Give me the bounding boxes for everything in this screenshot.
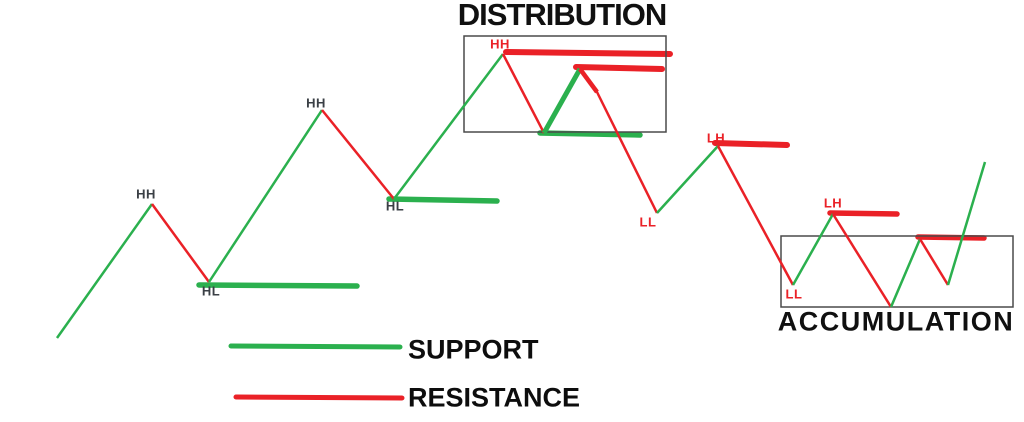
downswing-6: [831, 213, 893, 308]
support-line-2: [386, 196, 500, 204]
downswing-4-thick: [578, 67, 599, 94]
upswing-6: [791, 213, 835, 286]
downswing-2: [321, 109, 395, 200]
upswing-2: [207, 109, 324, 283]
upswing-4-thick: [541, 67, 583, 135]
resistance-line-5: [915, 234, 987, 241]
legend-resistance-label: RESISTANCE: [408, 382, 581, 413]
accumulation-title: ACCUMULATION: [777, 306, 1015, 337]
legend-support-label: SUPPORT: [408, 334, 539, 365]
support-line-3: [537, 130, 643, 138]
upswing-8: [946, 161, 987, 286]
upswing-3: [393, 53, 504, 200]
downswing-5: [716, 145, 795, 286]
upswing-1: [55, 203, 154, 339]
resistance-line-2: [573, 64, 665, 72]
resistance-line-1: [503, 49, 673, 57]
resistance-line-3: [712, 140, 790, 148]
distribution-box: [463, 35, 667, 133]
downswing-3: [501, 53, 546, 134]
downswing-1: [150, 203, 211, 283]
accumulation-box: [780, 235, 1014, 308]
upswing-7: [889, 238, 922, 308]
downswing-7: [918, 238, 950, 286]
support-line-1: [196, 282, 360, 289]
upswing-5: [656, 145, 719, 214]
legend-support-line: [228, 343, 403, 350]
distribution-title: DISTRIBUTION: [457, 0, 667, 32]
legend-resistance-line: [233, 394, 405, 401]
resistance-line-4: [827, 210, 900, 217]
downswing-4: [594, 89, 659, 214]
